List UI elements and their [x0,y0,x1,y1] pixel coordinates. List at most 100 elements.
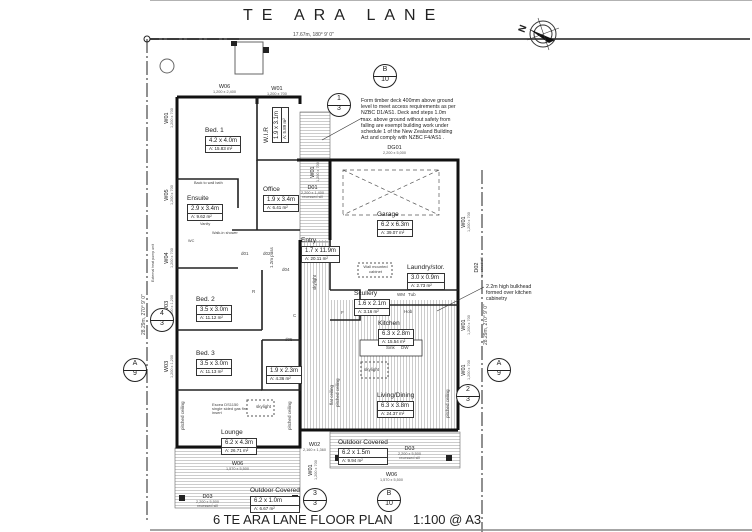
room-name: Lounge [221,429,243,436]
drawing-scale: 1:100 @ A3 [413,512,482,527]
room-area: A: 9.62 m² [187,213,224,221]
room-size: 6.2 x 1.0m [250,495,300,506]
pitched-ceiling-label: pitched ceiling [287,401,292,430]
room-name: Outdoor Covered [250,487,300,494]
bath-label: Back to wall bath [194,181,223,185]
room-size: 1.9 x 3.1m [271,106,282,143]
heat-pump-label: External heat pump unit [151,244,155,282]
room-area: A: 3.16 m² [354,308,391,316]
door-label-d02: d02 [263,251,271,256]
street-name: TE ARA LANE [243,7,445,24]
room-name: Bed. 2 [196,296,215,303]
skylight-living [360,361,389,379]
room-size: 1.6 x 2.1m [354,298,391,309]
room-area: A: 11.12 m² [196,314,233,322]
room-size: 6.3 x 3.8m [377,400,415,411]
room-area: A: 9.94 m² [338,457,388,465]
room-size: 3.0 x 0.9m [407,272,445,283]
room-name: Kitchen [378,320,400,327]
timber-deck [299,111,331,243]
door-label-d04: d04 [282,267,290,272]
north-boundary-dimension: 17.67m, 180° 9' 0" [293,32,334,38]
room-area: A: 20.11 m² [301,255,340,263]
room-area: A: 6.67 m² [250,505,300,513]
gas-fire-note: Escea DS1150 single sided gas fire inser… [212,402,248,415]
room-name: Ensuite [187,195,209,202]
room-area: A: 6.41 m² [263,204,300,212]
deck-note-leader [321,117,363,141]
tub-label: Tub [408,292,416,297]
room-area: A: 26.71 m² [221,447,258,455]
skylight-label: skylight [312,274,317,290]
north-arrow-icon [526,17,560,51]
dishwasher-label: DW [401,345,409,350]
skylight-lounge [246,399,275,417]
room-name: Entry [301,237,317,244]
bulkhead-note: 2.2m high bulkhead formed over kitchen c… [486,284,532,303]
garage-door-swing [342,169,440,216]
room-size: 3.5 x 3.0m [196,358,233,369]
room-area: A: 15.83 m² [205,145,242,153]
room-name: Outdoor Covered [338,439,388,446]
room-size: 1.9 x 2.3m [266,366,303,376]
room-size: 6.2 x 6.3m [377,219,414,230]
room-area: A: 15.54 m² [378,338,415,346]
property-boundary [143,35,750,532]
wall-cabinet-outline [357,262,393,278]
wall-cabinet-label: Wall mounted cabinet [363,264,388,274]
pitched-ceiling-label: pitched ceiling [335,378,340,407]
room-name: W.I.R [263,127,270,143]
entry-flooring [300,240,330,430]
bulkhead-note-leader [436,286,485,312]
interior-walls [177,97,458,391]
pitched-ceiling-label: pitched ceiling [180,401,185,430]
room-size: 6.3 x 2.8m [378,328,415,339]
room-name: Living/Dining [377,392,415,399]
east-boundary-dimension: 28.29m, 270° 9' 0" [483,304,489,345]
pitched-ceiling-label: pitched ceiling [445,389,450,418]
drawing-title: 6 TE ARA LANE FLOOR PLAN [213,512,393,527]
deck-note: Form timber deck 400mm above ground leve… [361,98,456,142]
room-name: Scullery [354,290,378,297]
room-area: A: 4.36 m² [266,376,303,384]
skylight-label: skylight [364,367,380,372]
room-size: 6.2 x 4.3m [221,437,258,448]
shower-label: Walk-in shower [212,231,238,235]
room-name: Bed. 1 [205,127,224,134]
cupboard-label: C [293,313,297,318]
room-area: A: 24.37 m² [377,410,415,418]
room-area: A: 11.13 m² [196,368,233,376]
room-size: 2.9 x 3.4m [187,203,224,214]
hob-label: Hob [404,309,413,314]
flat-ceiling-label: flat ceiling [329,384,334,405]
